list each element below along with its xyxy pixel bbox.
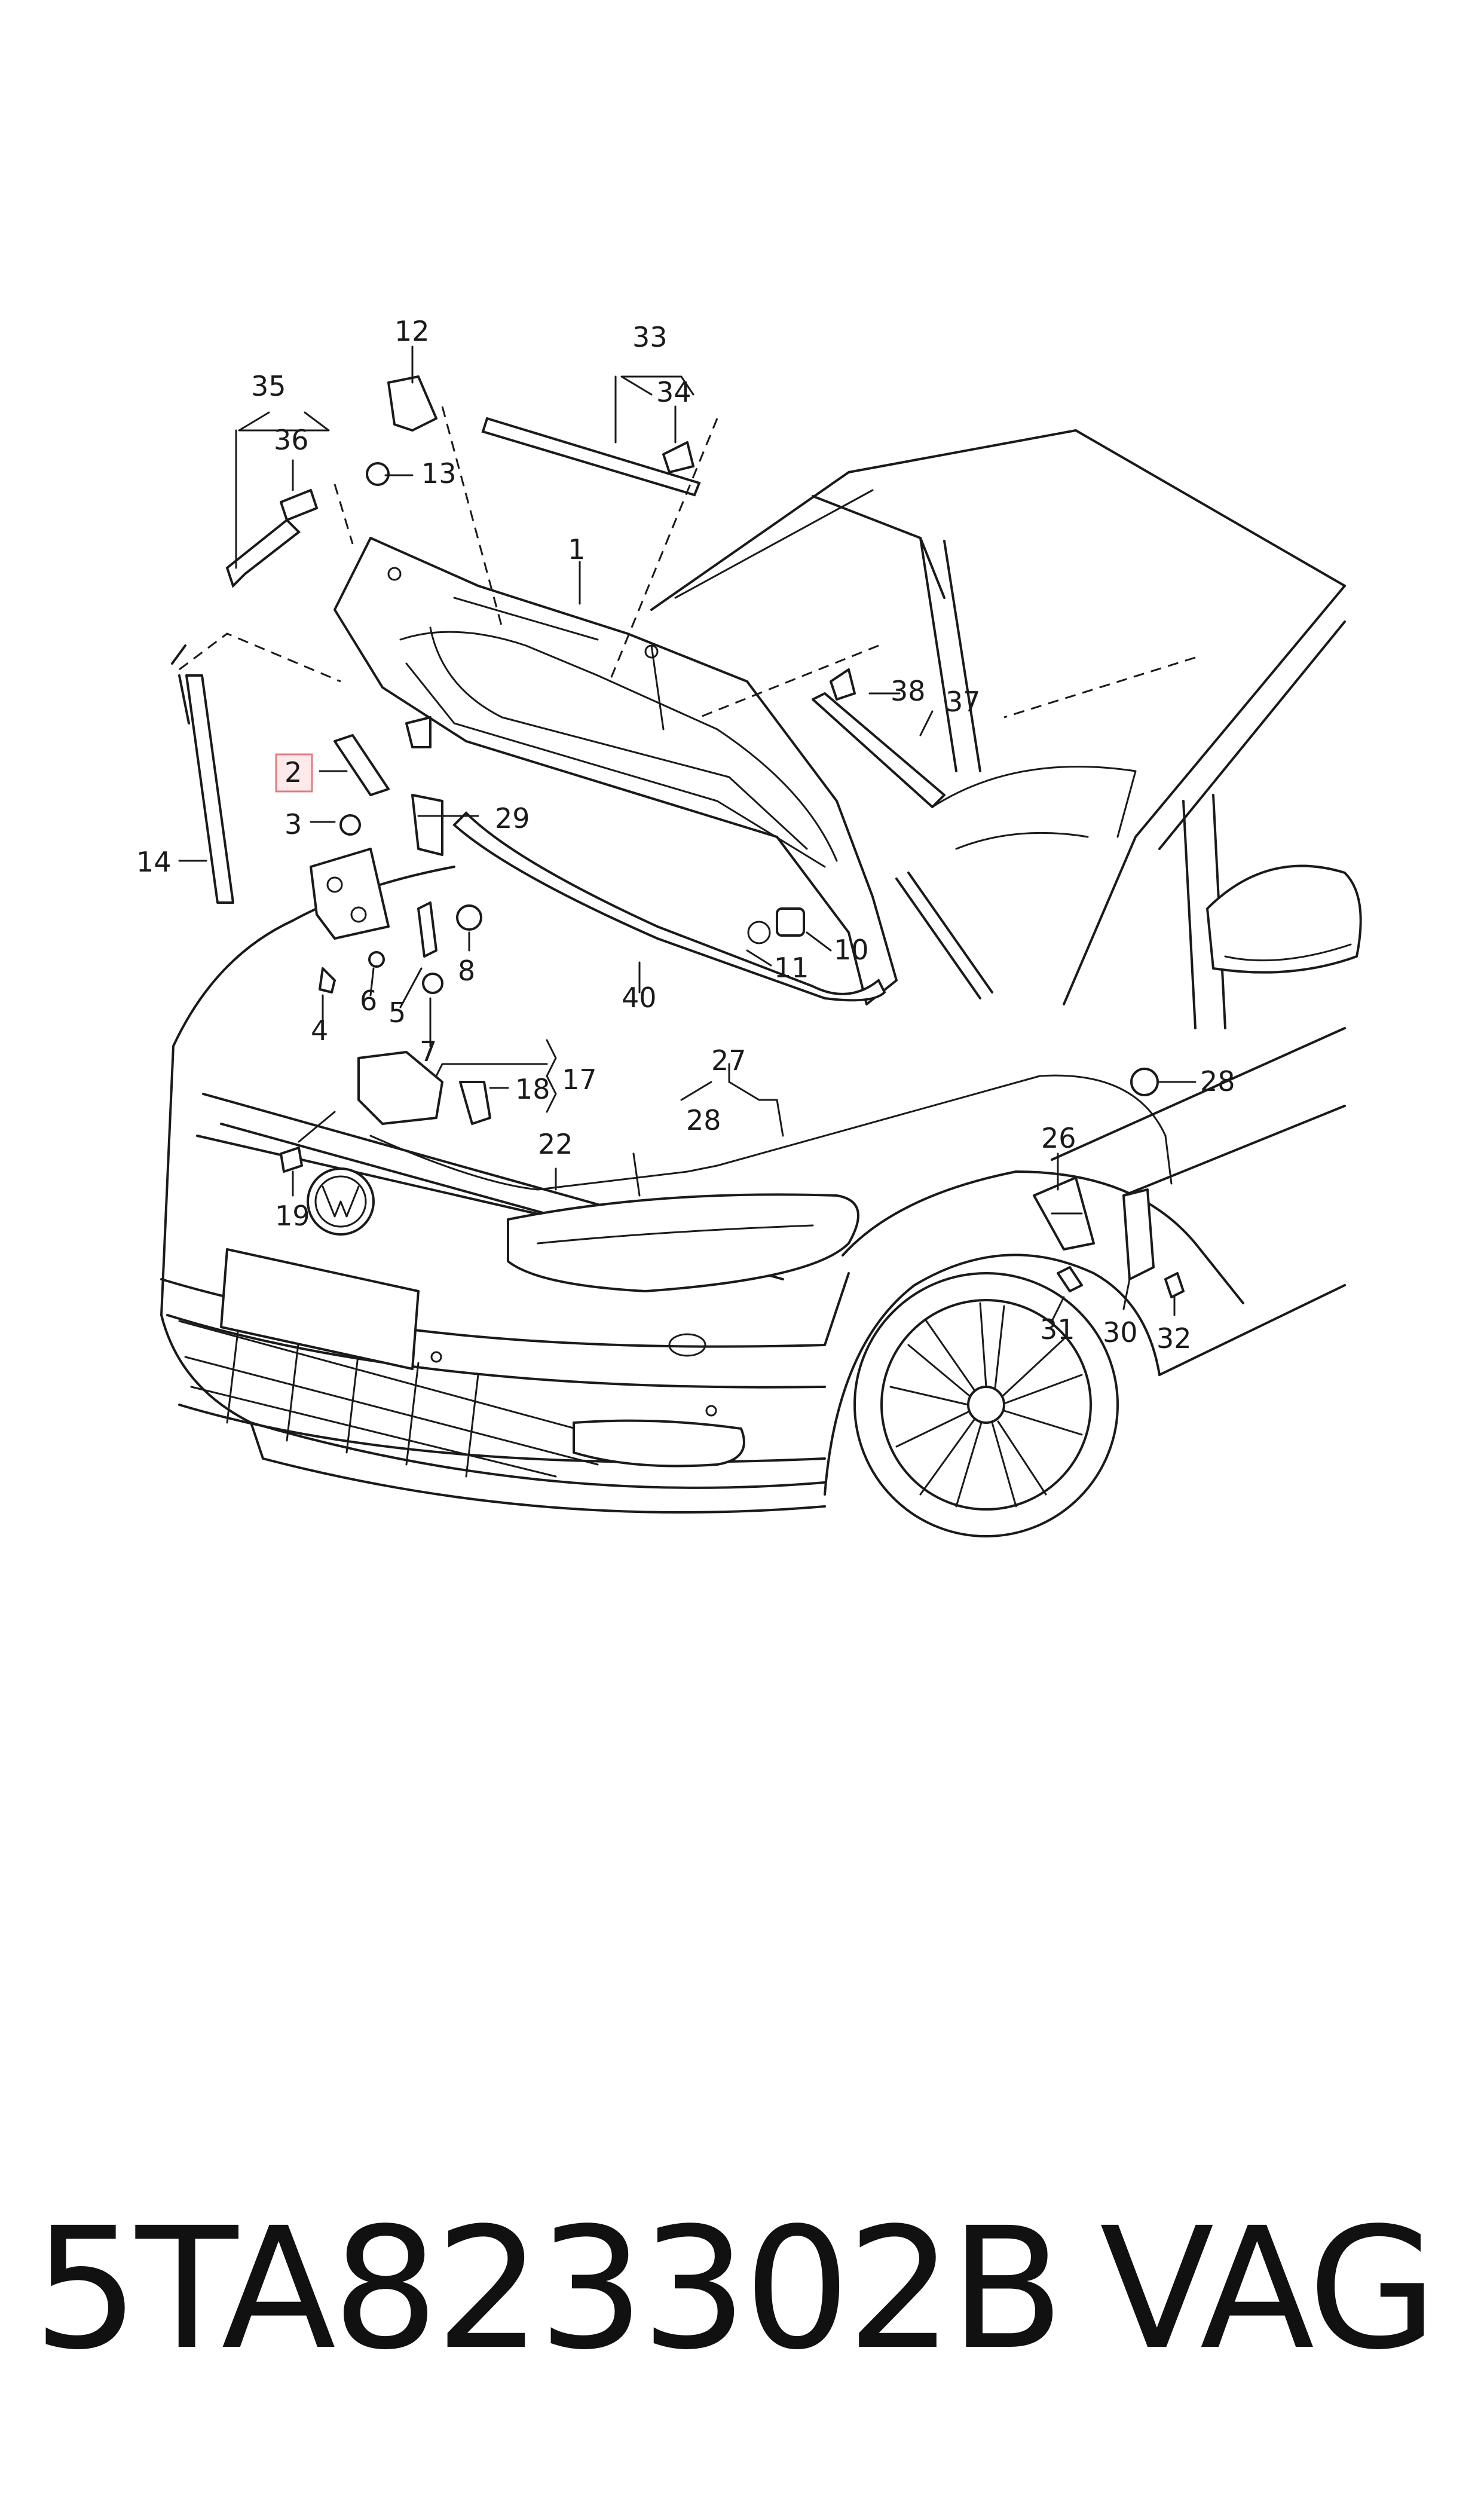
callout-30[interactable]: 30 bbox=[1103, 1316, 1138, 1349]
callout-34[interactable]: 34 bbox=[656, 376, 691, 408]
callout-32[interactable]: 32 bbox=[1156, 1322, 1192, 1355]
callout-38[interactable]: 38 bbox=[891, 675, 926, 707]
callout-22[interactable]: 22 bbox=[538, 1128, 573, 1160]
callout-35[interactable]: 35 bbox=[251, 370, 286, 402]
callout-28[interactable]: 28 bbox=[1200, 1065, 1235, 1097]
callout-8[interactable]: 8 bbox=[458, 955, 475, 987]
callout-10[interactable]: 10 bbox=[834, 934, 869, 966]
callout-11[interactable]: 11 bbox=[774, 952, 809, 984]
callout-2[interactable]: 2 bbox=[284, 756, 302, 788]
callout-7[interactable]: 7 bbox=[420, 1035, 437, 1068]
brand-label: VAG bbox=[1100, 2192, 1437, 2387]
callout-26[interactable]: 26 bbox=[1041, 1122, 1076, 1154]
callout-33[interactable]: 33 bbox=[632, 321, 668, 353]
leader-lines bbox=[178, 346, 1197, 1322]
callout-5[interactable]: 5 bbox=[388, 996, 406, 1029]
callout-17[interactable]: 17 bbox=[562, 1063, 597, 1096]
callout-36[interactable]: 36 bbox=[274, 424, 309, 456]
callout-18[interactable]: 18 bbox=[515, 1073, 550, 1105]
callout-13[interactable]: 13 bbox=[421, 457, 457, 490]
car-body bbox=[160, 429, 1362, 1537]
bonnet bbox=[333, 537, 993, 1005]
callout-4[interactable]: 4 bbox=[311, 1014, 328, 1047]
callout-40[interactable]: 40 bbox=[622, 982, 657, 1014]
part-number: 5TA823302B bbox=[33, 2192, 1064, 2387]
callout-31[interactable]: 31 bbox=[1040, 1313, 1075, 1346]
callout-19[interactable]: 19 bbox=[275, 1200, 310, 1232]
callout-12[interactable]: 12 bbox=[394, 315, 430, 347]
callout-2-highlight bbox=[275, 753, 313, 793]
callout-27[interactable]: 27 bbox=[711, 1044, 746, 1077]
callout-29[interactable]: 29 bbox=[495, 802, 530, 834]
callout-37[interactable]: 37 bbox=[946, 686, 981, 718]
callout-6[interactable]: 6 bbox=[360, 985, 377, 1017]
callout-14[interactable]: 14 bbox=[136, 846, 172, 878]
parts bbox=[171, 375, 1185, 1298]
callout-1[interactable]: 1 bbox=[568, 533, 585, 565]
callout-28-upper[interactable]: 28 bbox=[686, 1104, 721, 1136]
callouts: 1 2 3 4 5 6 7 8 10 11 12 13 14 17 18 19 … bbox=[136, 315, 1235, 1355]
callout-3[interactable]: 3 bbox=[284, 808, 302, 840]
